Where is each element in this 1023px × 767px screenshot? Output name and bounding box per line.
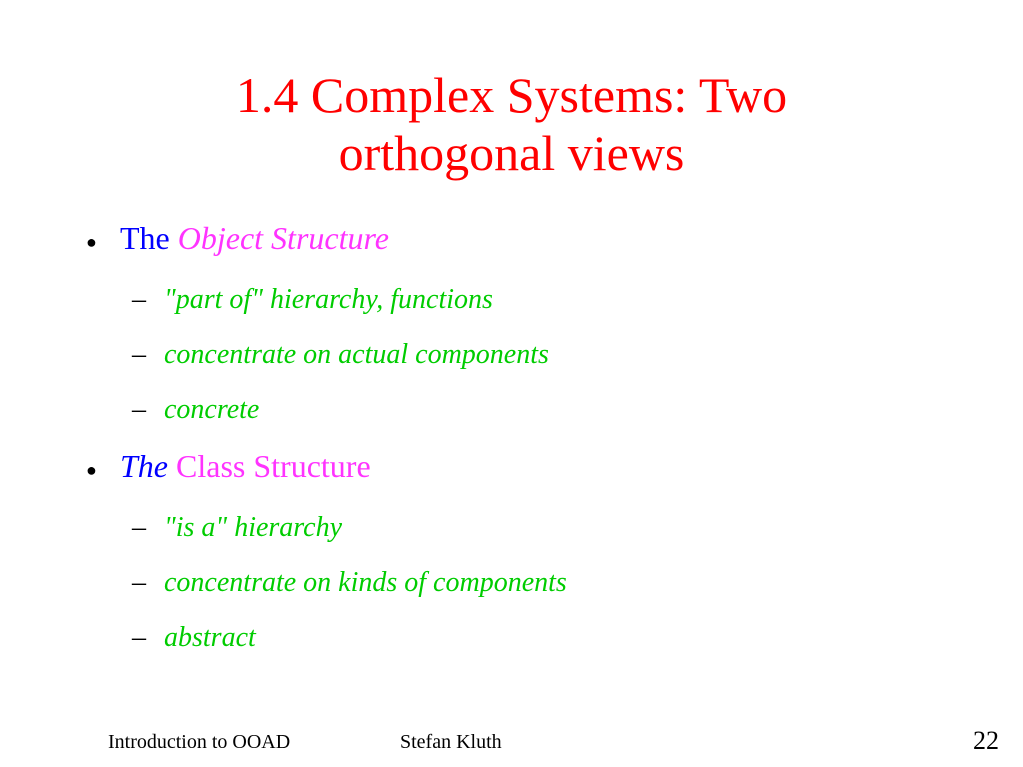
slide-title-line-1: 1.4 Complex Systems: Two — [235, 67, 788, 123]
subpoint-item: –abstract — [132, 622, 256, 654]
page-number: 22 — [973, 726, 999, 755]
subpoint-item: –"part of" hierarchy, functions — [132, 284, 493, 316]
bullet-emphasis: Object Structure — [177, 220, 389, 256]
bullet-dot-icon: ● — [86, 459, 97, 480]
subpoint-item: –concentrate on kinds of components — [132, 567, 567, 599]
subpoint-text: concrete — [164, 394, 260, 425]
bullet-lead: The — [120, 448, 168, 484]
slide-title-line-2: orthogonal views — [338, 125, 685, 181]
dash-icon: – — [132, 284, 146, 315]
bullet-class-structure: ● The Class Structure — [86, 448, 371, 488]
subpoint-text: concentrate on actual components — [164, 339, 549, 370]
footer-author: Stefan Kluth — [400, 731, 502, 753]
bullet-object-structure: ● The Object Structure — [86, 220, 389, 260]
subpoint-text: concentrate on kinds of components — [164, 567, 567, 598]
bullet-dot-icon: ● — [86, 231, 97, 252]
dash-icon: – — [132, 394, 146, 425]
subpoint-text: abstract — [164, 622, 256, 653]
bullet-emphasis: Class Structure — [176, 448, 371, 484]
subpoint-text: "part of" hierarchy, functions — [164, 284, 493, 315]
dash-icon: – — [132, 567, 146, 598]
dash-icon: – — [132, 512, 146, 543]
bullet-lead: The — [120, 220, 170, 256]
slide-title: 1.4 Complex Systems: Two orthogonal view… — [0, 66, 1023, 182]
subpoint-item: –concrete — [132, 394, 259, 426]
subpoint-item: –"is a" hierarchy — [132, 512, 342, 544]
footer-course: Introduction to OOAD — [108, 731, 291, 753]
subpoint-item: –concentrate on actual components — [132, 339, 549, 371]
dash-icon: – — [132, 622, 146, 653]
subpoint-text: "is a" hierarchy — [164, 512, 343, 543]
dash-icon: – — [132, 339, 146, 370]
